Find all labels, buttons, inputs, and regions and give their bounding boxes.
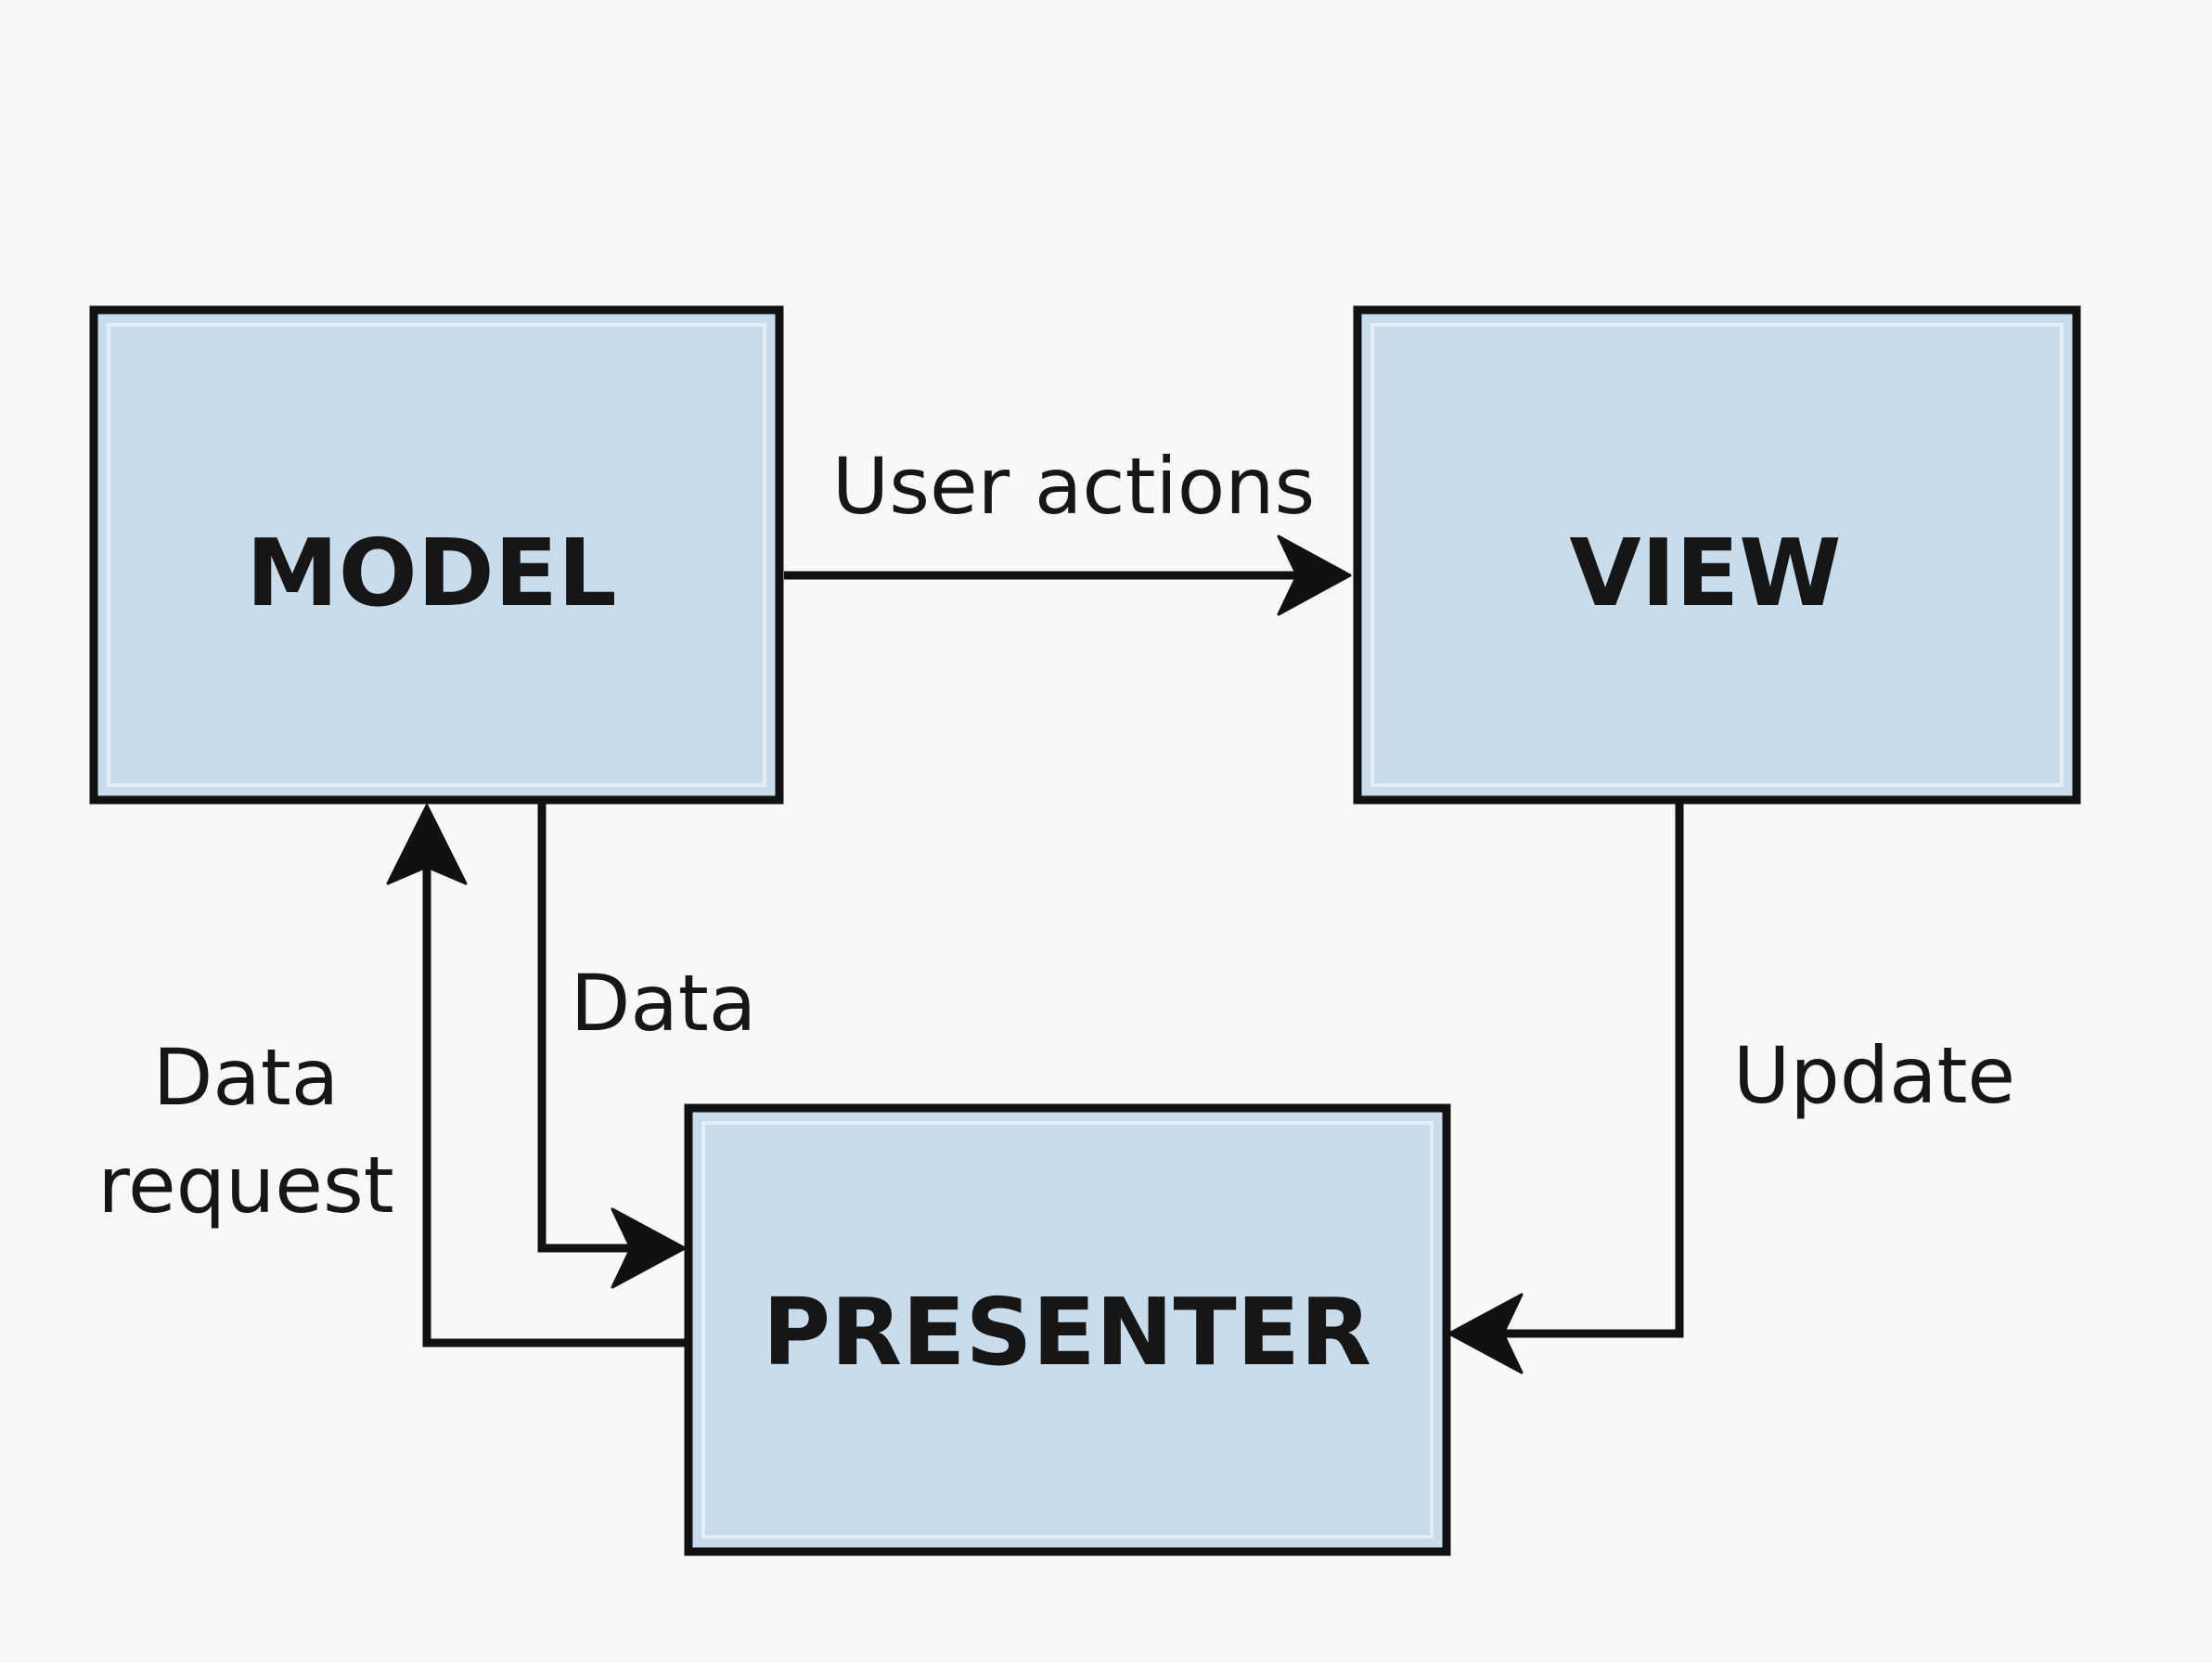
presenter-box: PRESENTER <box>684 1103 1451 1556</box>
data-request-connector <box>422 854 687 1347</box>
update-arrow <box>1447 804 1684 1374</box>
presenter-label: PRESENTER <box>763 1278 1371 1386</box>
data-arrowhead <box>611 1207 687 1289</box>
data-arrow <box>537 804 687 1289</box>
update-arrowhead <box>1447 1293 1524 1374</box>
data-label: Data <box>571 958 757 1049</box>
data-request-label-line1: Data <box>153 1032 340 1123</box>
view-box: VIEW <box>1353 305 2081 805</box>
data-request-label-line2: request <box>97 1140 393 1231</box>
data-request-arrow <box>386 804 687 1347</box>
user-actions-arrow <box>784 535 1352 616</box>
model-box: MODEL <box>89 305 784 805</box>
data-connector <box>537 804 649 1253</box>
user-actions-arrowhead <box>1277 535 1352 616</box>
update-label: Update <box>1733 1030 2015 1121</box>
user-actions-label: User actions <box>832 441 1316 532</box>
update-connector <box>1485 804 1684 1338</box>
view-label: VIEW <box>1569 519 1841 627</box>
model-label: MODEL <box>246 519 617 627</box>
data-request-arrowhead <box>386 804 468 885</box>
